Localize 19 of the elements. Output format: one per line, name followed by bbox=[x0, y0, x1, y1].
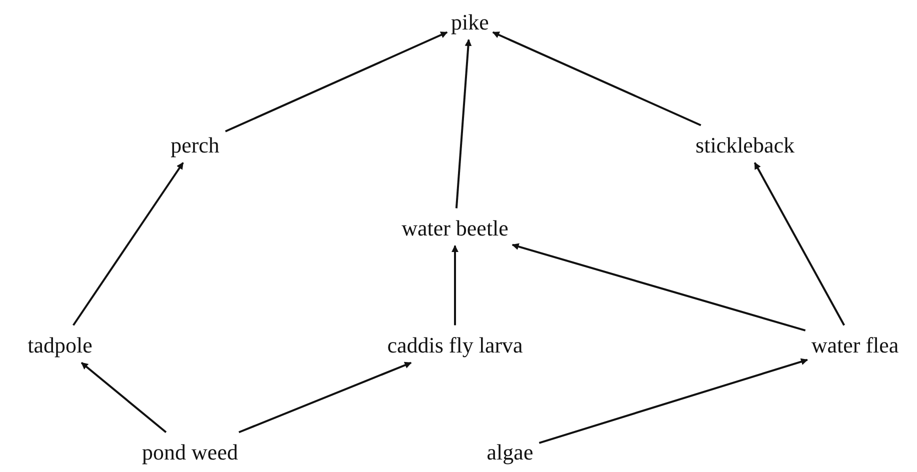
arrow bbox=[238, 362, 412, 434]
arrow bbox=[492, 31, 702, 126]
organism-label: tadpole bbox=[28, 331, 92, 359]
arrow bbox=[72, 162, 184, 326]
organism-label: stickleback bbox=[696, 131, 794, 159]
arrow bbox=[512, 243, 806, 332]
arrow bbox=[452, 245, 458, 326]
organism-label: caddis fly larva bbox=[387, 331, 523, 359]
arrow bbox=[80, 362, 167, 434]
organism-label: pike bbox=[451, 8, 489, 36]
organism-label: water flea bbox=[811, 331, 899, 359]
organism-label: algae bbox=[486, 438, 534, 466]
arrow bbox=[754, 162, 846, 326]
organism-label: perch bbox=[170, 131, 220, 159]
arrow bbox=[538, 358, 808, 444]
arrow bbox=[455, 39, 472, 208]
arrow bbox=[225, 31, 448, 132]
organism-label: pond weed bbox=[142, 438, 238, 466]
organism-label: water beetle bbox=[402, 214, 508, 242]
